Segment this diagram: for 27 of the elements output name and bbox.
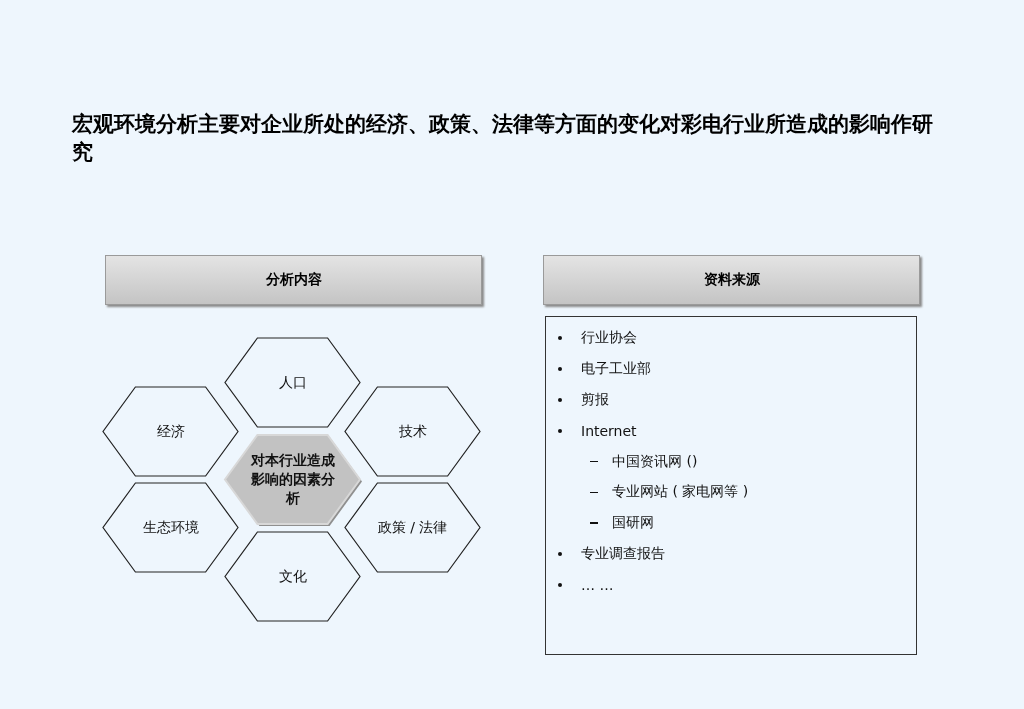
hexagon-label: 文化 xyxy=(278,566,307,586)
list-item: 专业网站 ( 家电网等 ) xyxy=(612,483,749,502)
list-item: 专业调查报告 xyxy=(581,544,665,563)
factor-hexagon xyxy=(225,338,360,427)
factor-hexagon xyxy=(345,483,480,572)
factor-hexagon xyxy=(225,532,360,621)
list-item: 剪报 xyxy=(581,391,609,409)
factor-hexagon xyxy=(103,483,238,572)
hexagon-label: 生态环境 xyxy=(142,517,199,537)
hexagon-label: 对本行业造成影响的因素分析 xyxy=(249,451,336,508)
section-header: 分析内容 xyxy=(105,255,482,305)
list-item: … … xyxy=(581,576,614,593)
list-item: 行业协会 xyxy=(581,329,637,348)
page-title: 宏观环境分析主要对企业所处的经济、政策、法律等方面的变化对彩电行业所造成的影响作研究 xyxy=(72,111,934,166)
list-item: 中国资讯网 () xyxy=(612,452,698,471)
factor-hexagon xyxy=(103,387,238,476)
list-item: 国研网 xyxy=(612,514,654,533)
hexagon-label: 政策 / 法律 xyxy=(377,517,448,537)
source-list-box xyxy=(545,316,917,655)
list-item: Internet xyxy=(581,422,637,439)
hexagon-label: 技术 xyxy=(398,421,427,441)
hexagon-label: 人口 xyxy=(278,372,307,392)
list-item: 电子工业部 xyxy=(581,360,651,379)
hexagon-label: 经济 xyxy=(156,421,185,441)
section-header: 资料来源 xyxy=(543,255,920,305)
center-hexagon xyxy=(225,435,360,524)
factor-hexagon xyxy=(345,387,480,476)
